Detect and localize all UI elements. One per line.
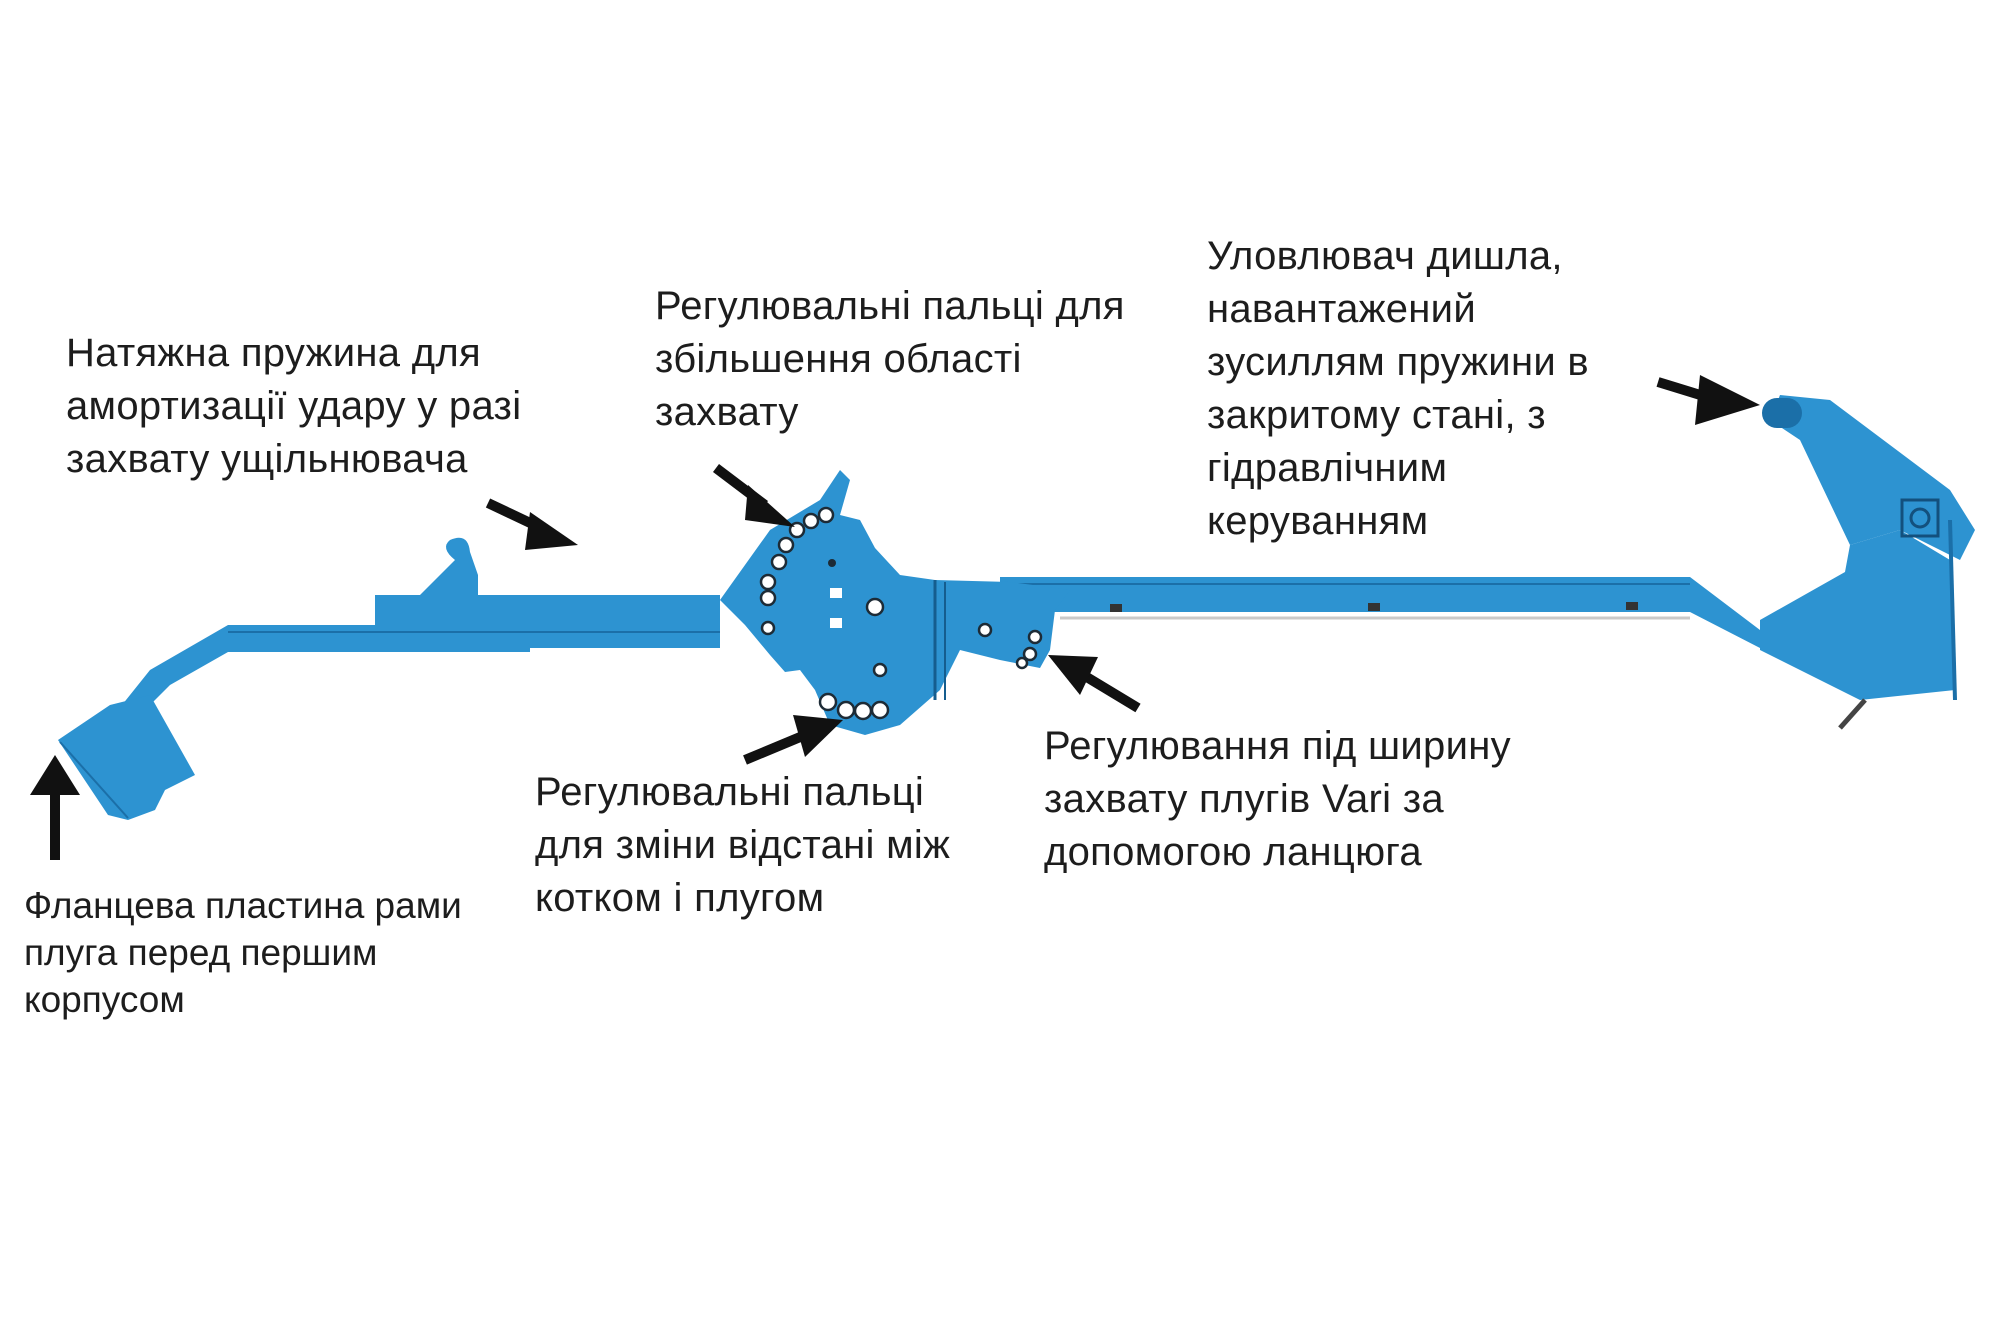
catcher-bolt bbox=[1909, 507, 1931, 529]
label-pins-distance: Регулювальні пальці для зміни відстані м… bbox=[535, 770, 951, 920]
beam-brackets bbox=[1110, 602, 1638, 612]
plate-square-2 bbox=[830, 618, 842, 628]
flange-plate bbox=[58, 695, 195, 820]
label-drawbar-catcher: Уловлювач дишла, навантажений зусиллям п… bbox=[1207, 234, 1589, 543]
main-beam bbox=[1000, 577, 1760, 648]
catcher-box bbox=[1900, 498, 1940, 538]
label-width-adjust: Регулювання під ширину захвату плугів Va… bbox=[1044, 724, 1511, 874]
arrow-pins-area bbox=[712, 464, 795, 527]
tension-spring-hook bbox=[420, 537, 478, 595]
plate-square-1 bbox=[830, 588, 842, 598]
pointer-arrows bbox=[30, 375, 1760, 860]
catcher-post bbox=[1838, 698, 1867, 730]
label-tension-spring: Натяжна пружина для амортизації удару у … bbox=[66, 331, 522, 481]
plate-holes bbox=[760, 597, 1043, 678]
arrow-pins-distance bbox=[743, 715, 843, 765]
catcher-plate bbox=[1948, 519, 1957, 701]
left-beam bbox=[228, 625, 720, 652]
pins-upper bbox=[759, 506, 835, 607]
pins-lower bbox=[818, 692, 890, 721]
drawbar-catcher bbox=[1760, 530, 1955, 700]
drawbar-catcher-arm bbox=[1770, 395, 1975, 560]
catcher-roll bbox=[1762, 398, 1802, 428]
arrow-width-adjust bbox=[1048, 655, 1141, 713]
adjustment-plate bbox=[720, 470, 1070, 735]
arrow-drawbar-catcher bbox=[1656, 375, 1760, 425]
label-pins-area: Регулювальні пальці для збільшення облас… bbox=[655, 284, 1125, 434]
arrow-flange bbox=[30, 755, 80, 860]
flange-plate-edge bbox=[59, 741, 129, 819]
plate-dot bbox=[828, 559, 836, 567]
left-beam-overlay bbox=[375, 595, 720, 625]
label-flange-plate: Фланцева пластина рами плуга перед перши… bbox=[24, 885, 462, 1020]
arrow-tension-spring bbox=[485, 498, 578, 550]
